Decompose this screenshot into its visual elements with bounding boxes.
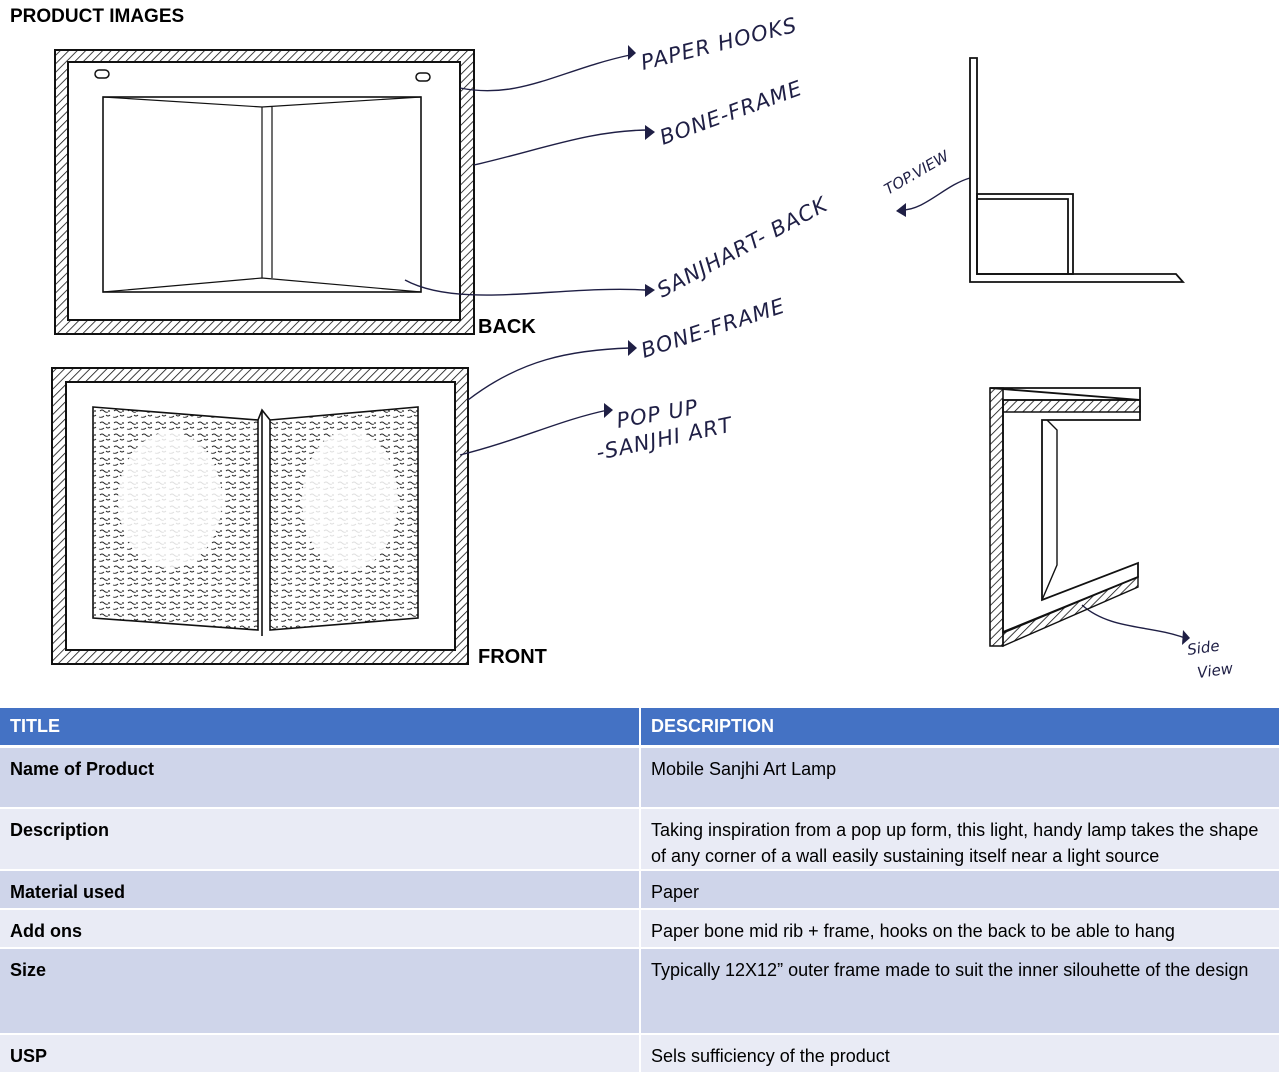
row-key: Description (0, 807, 641, 871)
row-value: Typically 12X12” outer frame made to sui… (640, 947, 1280, 1035)
row-key: Add ons (0, 908, 641, 949)
annotation-side-view-line1: Side (1186, 637, 1221, 659)
table-row: Material used Paper (0, 869, 1280, 910)
row-value: Sels sufficiency of the product (640, 1033, 1280, 1074)
header-title: TITLE (0, 708, 641, 748)
front-frame-drawing (51, 367, 469, 665)
side-view-drawing (989, 387, 1141, 648)
table-row: Name of Product Mobile Sanjhi Art Lamp (0, 746, 1280, 809)
row-key: Size (0, 947, 641, 1035)
back-label: BACK (478, 316, 536, 338)
header-description: DESCRIPTION (640, 708, 1280, 748)
table-header-row: TITLE DESCRIPTION (0, 708, 1280, 748)
annotation-bone-frame-front: BONE-FRAME (638, 294, 788, 363)
annotation-sanjhart-back: SANJHART- BACK (653, 192, 833, 303)
table-row: Size Typically 12X12” outer frame made t… (0, 947, 1280, 1035)
row-value: Paper bone mid rib + frame, hooks on the… (640, 908, 1280, 949)
annotation-paper-hooks: PAPER HOOKS (638, 13, 799, 75)
annotation-top-view: TOP.VIEW (881, 146, 953, 198)
paper-hook-right (415, 72, 431, 82)
product-sketch: BACK FRONT PAPER HOOKS BONE-FRAME SANJHA… (51, 13, 1235, 682)
annotation-side-view-line2: View (1196, 659, 1235, 682)
annotation-bone-frame-back: BONE-FRAME (657, 76, 806, 150)
table-row: Add ons Paper bone mid rib + frame, hook… (0, 908, 1280, 949)
table-row: Description Taking inspiration from a po… (0, 807, 1280, 871)
row-key: Name of Product (0, 746, 641, 809)
paper-hook-left (94, 69, 110, 79)
back-frame-drawing (54, 49, 475, 335)
product-spec-table: TITLE DESCRIPTION Name of Product Mobile… (0, 708, 1280, 1074)
front-label: FRONT (478, 646, 547, 668)
top-view-drawing (969, 57, 1185, 283)
row-value: Mobile Sanjhi Art Lamp (640, 746, 1280, 809)
table-row: USP Sels sufficiency of the product (0, 1033, 1280, 1074)
row-key: Material used (0, 869, 641, 910)
row-value: Taking inspiration from a pop up form, t… (640, 807, 1280, 871)
page-title: PRODUCT IMAGES (10, 6, 185, 27)
row-key: USP (0, 1033, 641, 1074)
row-value: Paper (640, 869, 1280, 910)
